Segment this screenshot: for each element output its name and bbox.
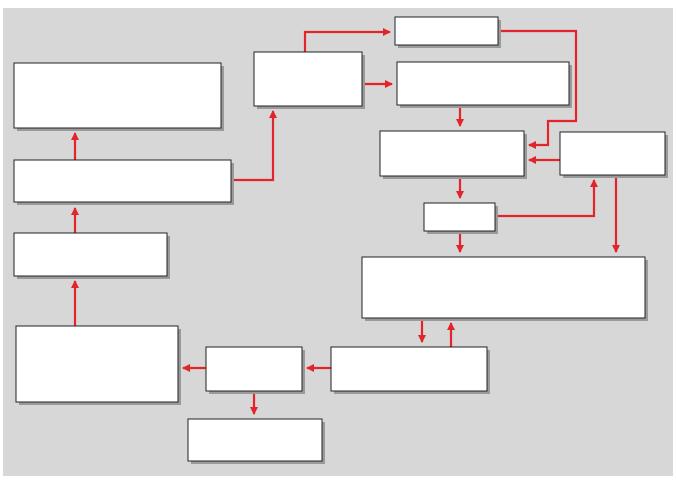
box-left-wide xyxy=(13,159,234,205)
box-mid-left-a-rect xyxy=(253,51,363,107)
box-left-top-large-rect xyxy=(13,62,222,129)
arrow-box-small-center-to-box-right-side xyxy=(495,179,598,218)
box-bottom-center-rect xyxy=(205,346,303,392)
box-bottom-left-large-rect xyxy=(15,325,179,403)
box-large-right-rect xyxy=(361,256,646,319)
box-small-center-rect xyxy=(423,202,496,232)
box-large-right xyxy=(361,256,648,321)
box-layer xyxy=(13,16,668,464)
box-mid-left-a xyxy=(253,51,365,109)
box-left-wide-rect xyxy=(13,159,232,203)
box-top-right-small xyxy=(394,16,501,48)
box-mid-top-wide-rect xyxy=(396,61,570,106)
connector-layer xyxy=(71,28,620,415)
arrow-box-top-right-small-to-box-center-right xyxy=(498,29,578,149)
box-right-side-rect xyxy=(559,131,666,176)
box-bottom-center xyxy=(205,346,305,394)
box-mid-top-wide xyxy=(396,61,572,108)
box-bottom-small xyxy=(187,418,325,464)
arrow-box-mid-left-a-to-box-top-right-small xyxy=(303,28,391,52)
box-left-mid xyxy=(13,232,170,279)
box-center-right-rect xyxy=(379,130,525,177)
box-left-top-large xyxy=(13,62,224,131)
box-center-right xyxy=(379,130,527,179)
arrow-box-left-wide-to-box-mid-left-a xyxy=(231,110,277,182)
box-bottom-right xyxy=(330,346,490,394)
box-right-side xyxy=(559,131,668,178)
box-bottom-right-rect xyxy=(330,346,488,392)
box-bottom-left-large xyxy=(15,325,181,405)
box-bottom-small-rect xyxy=(187,418,323,462)
box-small-center xyxy=(423,202,498,234)
box-left-mid-rect xyxy=(13,232,168,277)
box-top-right-small-rect xyxy=(394,16,499,46)
